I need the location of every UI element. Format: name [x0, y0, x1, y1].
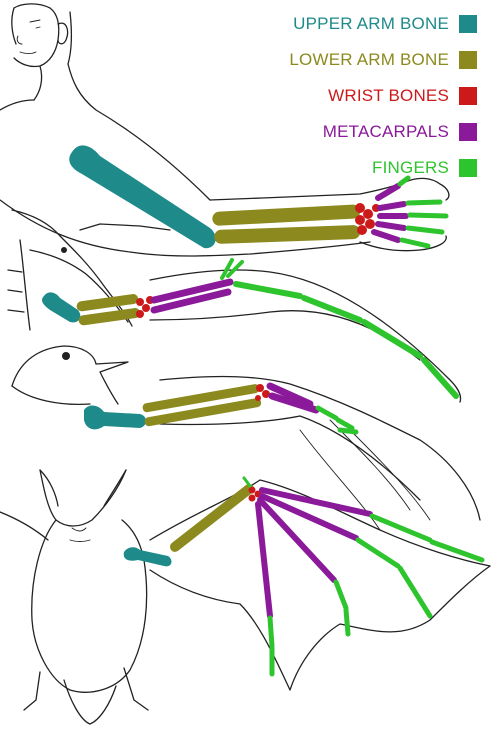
bat-upper-arm-bone	[124, 547, 172, 566]
bird-figure	[12, 346, 480, 530]
legend-label: METACARPALS	[323, 122, 449, 142]
legend-swatch	[459, 87, 477, 105]
legend-item-metacarpals: METACARPALS	[217, 114, 477, 150]
human-metacarpals	[374, 186, 406, 240]
legend-item-wrist: WRIST BONES	[217, 78, 477, 114]
legend-item-fingers: FINGERS	[217, 150, 477, 186]
human-ulna	[214, 225, 360, 244]
human-upper-arm-bone	[69, 145, 215, 248]
bone-legend: UPPER ARM BONE LOWER ARM BONE WRIST BONE…	[217, 6, 477, 186]
pterosaur-fingers	[222, 260, 456, 396]
legend-label: LOWER ARM BONE	[289, 50, 449, 70]
bird-upper-arm-bone	[84, 406, 146, 430]
legend-swatch	[459, 123, 477, 141]
legend-swatch	[459, 15, 477, 33]
legend-label: UPPER ARM BONE	[293, 14, 449, 34]
legend-label: WRIST BONES	[328, 86, 449, 106]
human-fingers	[400, 178, 446, 246]
bat-metacarpals	[258, 490, 370, 616]
legend-item-upper-arm: UPPER ARM BONE	[217, 6, 477, 42]
legend-item-lower-arm: LOWER ARM BONE	[217, 42, 477, 78]
pterosaur-bones	[42, 260, 456, 396]
bird-fingers	[318, 408, 356, 432]
legend-label: FINGERS	[372, 158, 449, 178]
legend-swatch	[459, 51, 477, 69]
human-radius	[212, 204, 361, 226]
pterosaur-metacarpals	[154, 282, 230, 310]
bat-bones	[124, 478, 482, 674]
pterosaur-upper-arm-bone	[42, 292, 80, 322]
bird-metacarpals	[270, 386, 316, 410]
bat-lower-arm-bone	[168, 482, 256, 554]
legend-swatch	[459, 159, 477, 177]
